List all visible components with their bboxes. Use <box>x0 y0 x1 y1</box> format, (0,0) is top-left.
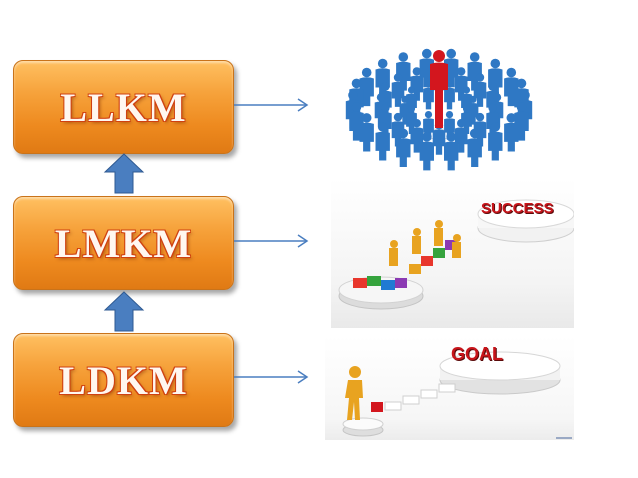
level-box-ldkm: LDKM <box>13 333 234 427</box>
crowd-leader-illustration <box>332 42 546 174</box>
level-label: LLKM <box>60 84 187 130</box>
success-illustration: SUCCESS <box>331 178 574 328</box>
right-arrow-icon <box>234 234 309 248</box>
walker-figure <box>345 366 363 420</box>
level-box-llkm: LLKM <box>13 60 234 154</box>
level-label: LMKM <box>54 220 193 266</box>
level-box-lmkm: LMKM <box>13 196 234 290</box>
goal-path-icon <box>342 351 561 437</box>
goal-text: GOAL <box>451 344 503 364</box>
success-text: SUCCESS <box>481 200 554 217</box>
up-arrow-icon <box>103 291 145 332</box>
level-label: LDKM <box>59 357 188 403</box>
divider <box>556 437 572 439</box>
goal-illustration: GOAL <box>325 336 574 440</box>
right-arrow-icon <box>234 98 309 112</box>
leader-figure <box>430 50 448 128</box>
puzzle-steps-icon <box>338 199 574 310</box>
right-arrow-icon <box>234 370 309 384</box>
up-arrow-icon <box>103 153 145 194</box>
crowd-icon <box>345 48 533 171</box>
